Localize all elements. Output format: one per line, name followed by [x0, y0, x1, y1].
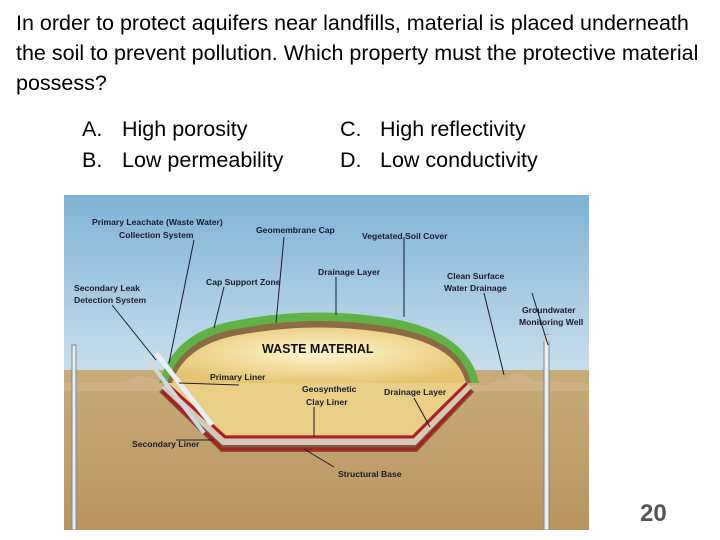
label-structural-base: Structural Base: [338, 469, 402, 479]
option-text: High reflectivity: [380, 117, 526, 141]
label-clay-liner: Clay Liner: [306, 397, 348, 407]
label-waste-material: WASTE MATERIAL: [262, 342, 374, 356]
label-secondary-leak: Secondary Leak: [74, 283, 140, 293]
label-clean-surface-2: Water Drainage: [444, 283, 507, 293]
label-monitoring-well: Monitoring Well: [519, 317, 583, 327]
option-text: Low permeability: [122, 148, 284, 172]
option-letter: C.: [340, 117, 362, 141]
label-cap-support-zone: Cap Support Zone: [206, 277, 281, 287]
option-text: High porosity: [122, 117, 248, 141]
label-vegetated-soil-cover: Vegetated Soil Cover: [362, 231, 448, 241]
leachate-pipe: [154, 351, 214, 427]
waste-pit: [168, 381, 465, 435]
option-letter: A.: [82, 117, 103, 141]
label-drainage-layer-top: Drainage Layer: [318, 267, 381, 277]
label-geosynthetic: Geosynthetic: [302, 384, 357, 394]
option-c: C. High reflectivity: [340, 114, 526, 144]
label-primary-leachate: Primary Leachate (Waste Water): [92, 217, 223, 227]
label-primary-liner: Primary Liner: [210, 372, 266, 382]
option-a: A. High porosity: [82, 114, 247, 144]
label-primary-leachate-2: Collection System: [119, 230, 194, 240]
option-text: Low conductivity: [380, 148, 538, 172]
page-number: 20: [640, 500, 667, 527]
label-secondary-leak-2: Detection System: [74, 295, 146, 305]
option-b: B. Low permeability: [82, 145, 283, 175]
primary-liner-line: [164, 381, 469, 439]
option-letter: D.: [340, 148, 362, 172]
left-well-pipe: [71, 344, 77, 530]
waste-dome: [172, 327, 466, 383]
label-clean-surface: Clean Surface: [447, 271, 505, 281]
groundwater-monitoring-well: [543, 334, 550, 530]
label-groundwater: Groundwater: [522, 305, 576, 315]
well-cap: [542, 335, 551, 341]
option-d: D. Low conductivity: [340, 145, 538, 175]
leader-lines: [111, 236, 549, 468]
label-secondary-liner: Secondary Liner: [132, 439, 200, 449]
landfill-diagram: Primary Leachate (Waste Water) Collectio…: [64, 195, 589, 530]
label-drainage-layer-bottom: Drainage Layer: [384, 387, 447, 397]
option-letter: B.: [82, 148, 103, 172]
leak-detection-pipe: [144, 355, 206, 435]
label-geomembrane-cap: Geomembrane Cap: [256, 225, 335, 235]
drainage-layer-bottom-band: [161, 382, 472, 445]
question-text: In order to protect aquifers near landfi…: [16, 11, 699, 95]
